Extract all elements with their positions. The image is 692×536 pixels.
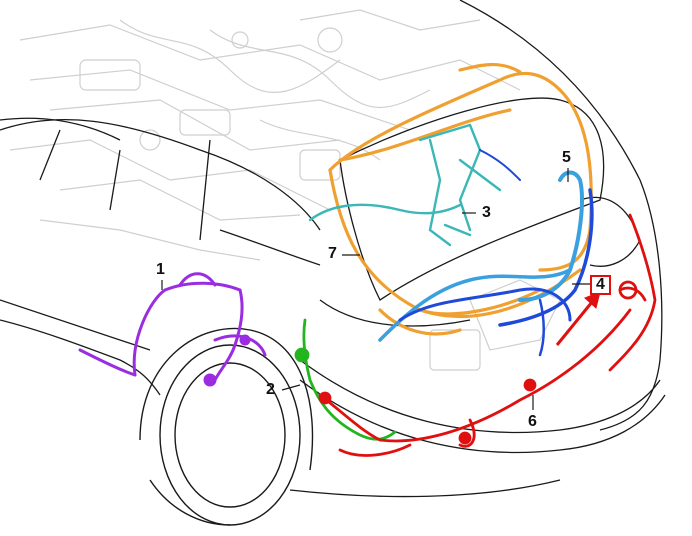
harness-5: [378, 149, 594, 357]
leader-lines: [161, 168, 597, 410]
callout-7: 7: [328, 245, 337, 262]
highlight-arrow: [555, 291, 601, 346]
callout-6: 6: [528, 413, 537, 430]
callout-3: 3: [482, 204, 491, 221]
background-components: [9, 9, 561, 371]
harness-6: [318, 213, 657, 457]
callout-1: 1: [156, 261, 165, 278]
rear-wheel: [139, 327, 314, 526]
harness-1: [78, 272, 267, 387]
callout-5: 5: [562, 149, 571, 166]
callout-4-highlighted: 4: [590, 275, 611, 295]
callout-2: 2: [266, 381, 275, 398]
